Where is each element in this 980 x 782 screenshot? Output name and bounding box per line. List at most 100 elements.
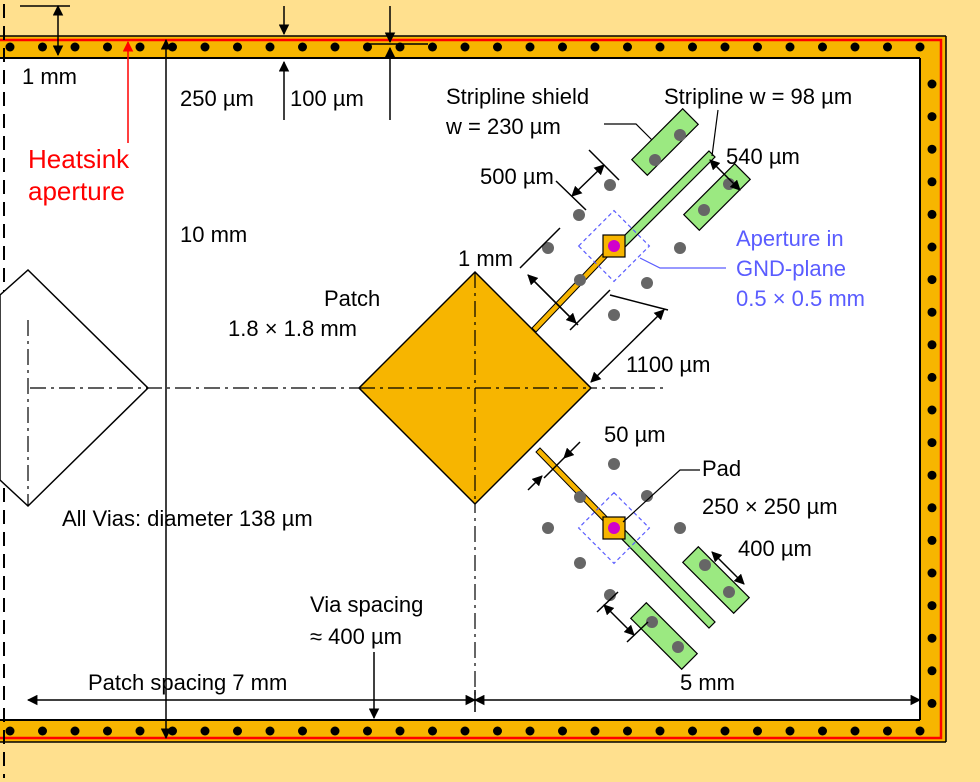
via — [927, 209, 937, 219]
label-5mm: 5 mm — [680, 670, 735, 695]
via — [590, 42, 600, 52]
label-patch-2: 1.8 × 1.8 mm — [228, 316, 357, 341]
label-via-spacing-2: ≈ 400 µm — [310, 624, 402, 649]
via — [298, 42, 307, 52]
via — [850, 726, 860, 736]
via — [298, 726, 307, 736]
label-100um: 100 µm — [290, 86, 364, 111]
via — [753, 42, 762, 52]
via — [428, 42, 437, 52]
via-fence-bottom — [5, 726, 925, 736]
via — [168, 42, 177, 52]
label-patch-spacing: Patch spacing 7 mm — [88, 670, 287, 695]
dimension-lines — [20, 4, 922, 740]
via — [927, 372, 937, 382]
lower-feed-via — [608, 522, 620, 534]
board-copper-frame-top — [0, 36, 946, 58]
via — [927, 568, 937, 578]
via — [70, 726, 80, 736]
upper-gnd-aperture — [577, 209, 651, 283]
dim-1100um-line — [590, 309, 665, 383]
via — [818, 42, 827, 52]
via — [135, 726, 145, 736]
via — [525, 726, 535, 736]
via — [70, 42, 80, 52]
via — [200, 726, 210, 736]
label-stripline-shield-2: w = 230 µm — [445, 114, 561, 139]
dim-500um-line — [571, 164, 605, 197]
via — [493, 42, 502, 52]
label-all-vias: All Vias: diameter 138 µm — [62, 506, 313, 531]
via — [363, 726, 372, 736]
via — [590, 726, 600, 736]
via — [927, 666, 937, 676]
via — [38, 726, 47, 736]
via — [135, 42, 145, 52]
label-aperture-gnd-2: GND-plane — [736, 256, 846, 281]
leader-lines — [604, 109, 719, 523]
via — [460, 726, 470, 736]
via-fence-top — [5, 42, 925, 52]
via — [395, 726, 405, 736]
via — [525, 42, 535, 52]
via — [927, 438, 937, 448]
via — [927, 535, 937, 545]
via — [103, 726, 112, 736]
aperture-gnd-leader — [639, 257, 726, 269]
via — [200, 42, 210, 52]
label-pad-2: 250 × 250 µm — [702, 494, 838, 519]
label-heatsink-aperture-1: Heatsink — [28, 144, 130, 174]
via — [168, 726, 177, 736]
label-250um: 250 µm — [180, 86, 254, 111]
via — [655, 726, 665, 736]
via — [927, 112, 937, 122]
label-10mm: 10 mm — [180, 222, 247, 247]
label-400um: 400 µm — [738, 536, 812, 561]
via — [785, 42, 795, 52]
via — [460, 42, 470, 52]
via — [265, 726, 275, 736]
via — [927, 601, 937, 611]
via — [927, 144, 937, 154]
label-stripline-shield-1: Stripline shield — [446, 84, 589, 109]
via — [5, 42, 15, 52]
board-copper-frame-bottom — [0, 720, 946, 742]
via — [927, 177, 937, 187]
via — [688, 726, 697, 736]
via — [558, 42, 567, 52]
via — [915, 42, 925, 52]
via — [927, 698, 937, 708]
via — [688, 42, 697, 52]
via — [720, 42, 730, 52]
via — [233, 726, 242, 736]
via — [927, 470, 937, 480]
via — [927, 79, 937, 89]
label-540um: 540 µm — [726, 144, 800, 169]
via — [623, 42, 632, 52]
label-1mm-mid: 1 mm — [458, 246, 513, 271]
via — [927, 242, 937, 252]
lower-shield-vias — [542, 458, 735, 653]
via — [927, 633, 937, 643]
via — [927, 307, 937, 317]
dim-50um-line — [543, 455, 567, 479]
via — [927, 405, 937, 415]
via — [265, 42, 275, 52]
label-50um: 50 µm — [604, 422, 666, 447]
upper-feed-via — [608, 240, 620, 252]
label-heatsink-aperture-2: aperture — [28, 176, 125, 206]
label-1mm-top: 1 mm — [22, 64, 77, 89]
heatsink-aperture-boundary — [0, 38, 943, 740]
via — [850, 42, 860, 52]
label-500um: 500 µm — [480, 164, 554, 189]
via — [883, 726, 892, 736]
via — [927, 503, 937, 513]
via — [883, 42, 892, 52]
label-stripline-w: Stripline w = 98 µm — [664, 84, 852, 109]
upper-shield-strip-left — [630, 107, 700, 177]
label-aperture-gnd-3: 0.5 × 0.5 mm — [736, 286, 865, 311]
via — [623, 726, 632, 736]
via — [753, 726, 762, 736]
via — [5, 726, 15, 736]
